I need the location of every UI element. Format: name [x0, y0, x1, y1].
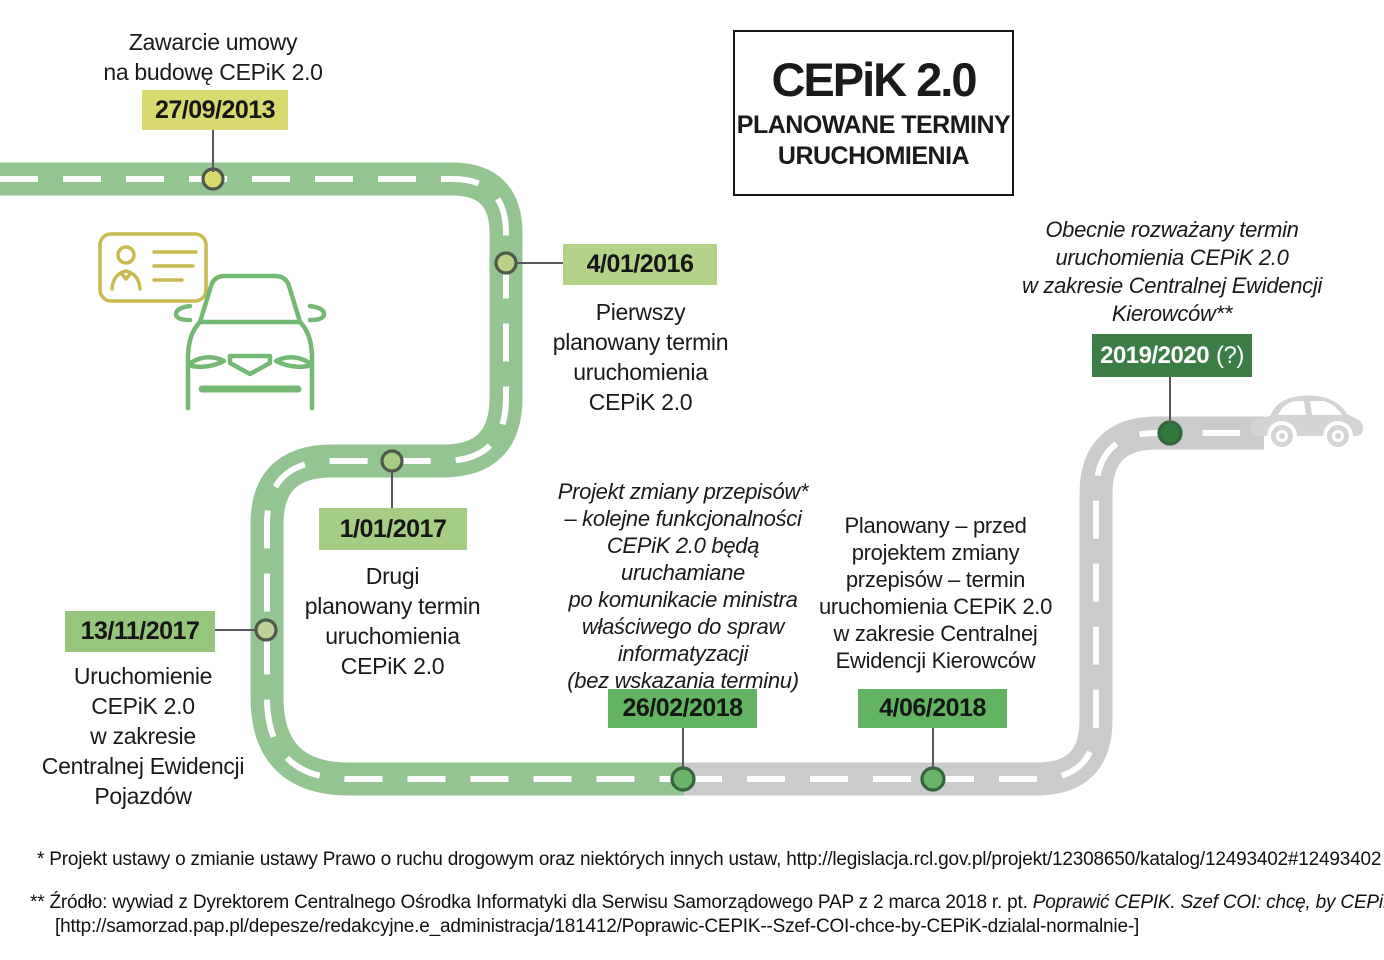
- page-subtitle-line2: URUCHOMIENIA: [777, 142, 970, 170]
- milestone-2017-jan-date: 1/01/2017: [319, 508, 467, 550]
- milestone-2017-nov-desc: Uruchomienie CEPiK 2.0 w zakresie Centra…: [41, 663, 245, 809]
- date-text: 26/02/2018: [622, 694, 743, 722]
- connector-2017-jan: [391, 471, 393, 509]
- milestone-2016-date: 4/01/2016: [563, 244, 717, 285]
- title-box: CEPiK 2.0 PLANOWANE TERMINY URUCHOMIENIA: [733, 30, 1014, 196]
- connector-2019: [1169, 377, 1171, 423]
- gray-car-icon: [1251, 395, 1363, 451]
- footnote-2: ** Źródło: wywiad z Dyrektorem Centralne…: [30, 892, 1384, 914]
- date-text: 27/09/2013: [154, 95, 276, 124]
- date-text: 4/01/2016: [586, 250, 694, 278]
- road-green-centerline: [0, 176, 684, 782]
- milestone-dot-2019: [1157, 420, 1183, 446]
- milestone-dot-2016: [494, 251, 518, 275]
- milestone-2013-date: 27/09/2013: [142, 90, 288, 130]
- milestone-2018-feb-desc: Projekt zmiany przepisów* – kolejne funk…: [557, 479, 809, 693]
- page-title: CEPiK 2.0: [771, 53, 977, 106]
- milestone-dot-2017-jan: [380, 449, 404, 473]
- milestone-2018-jun-desc: Planowany – przed projektem zmiany przep…: [818, 513, 1053, 673]
- date-text: 13/11/2017: [80, 617, 200, 645]
- milestone-2017-nov-date: 13/11/2017: [65, 611, 215, 652]
- milestone-2018-feb-date: 26/02/2018: [608, 689, 757, 728]
- milestone-dot-2013: [201, 167, 225, 191]
- road-gray-centerline: [684, 430, 1240, 782]
- connector-2017-nov: [215, 629, 255, 631]
- milestone-2013-label: Zawarcie umowy na budowę CEPiK 2.0: [103, 29, 323, 85]
- milestone-dot-2018-feb: [670, 766, 696, 792]
- milestone-2019-desc: Obecnie rozważany termin uruchomienia CE…: [1021, 217, 1323, 326]
- date-text: 2019/2020: [1100, 341, 1210, 369]
- date-suffix: (?): [1216, 341, 1244, 369]
- page-subtitle-line1: PLANOWANE TERMINY: [736, 111, 1011, 139]
- footnote-2-text: ** Źródło: wywiad z Dyrektorem Centralne…: [30, 892, 1033, 913]
- milestone-2018-jun-date: 4/06/2018: [858, 689, 1007, 728]
- milestone-dot-2018-jun: [920, 766, 946, 792]
- footnote-2-url: [http://samorzad.pap.pl/depesze/redakcyj…: [55, 916, 1140, 937]
- footnote-1: * Projekt ustawy o zmianie ustawy Prawo …: [37, 849, 1382, 870]
- connector-2018-feb: [682, 728, 684, 770]
- connector-2018-jun: [932, 728, 934, 770]
- green-car-icon: [173, 273, 327, 411]
- connector-2016: [516, 262, 563, 264]
- footnote-2-title: Poprawić CEPIK. Szef COI: chcę, by CEPiK…: [1032, 892, 1384, 913]
- milestone-2016-desc: Pierwszy planowany termin uruchomienia C…: [552, 299, 729, 415]
- milestone-2017-jan-desc: Drugi planowany termin uruchomienia CEPi…: [304, 563, 481, 679]
- date-text: 1/01/2017: [339, 514, 447, 543]
- milestone-dot-2017-nov: [254, 618, 278, 642]
- date-text: 4/06/2018: [879, 694, 986, 722]
- id-card-icon: [98, 232, 208, 303]
- milestone-2019-date: 2019/2020 (?): [1092, 334, 1252, 377]
- connector-2013: [212, 130, 214, 172]
